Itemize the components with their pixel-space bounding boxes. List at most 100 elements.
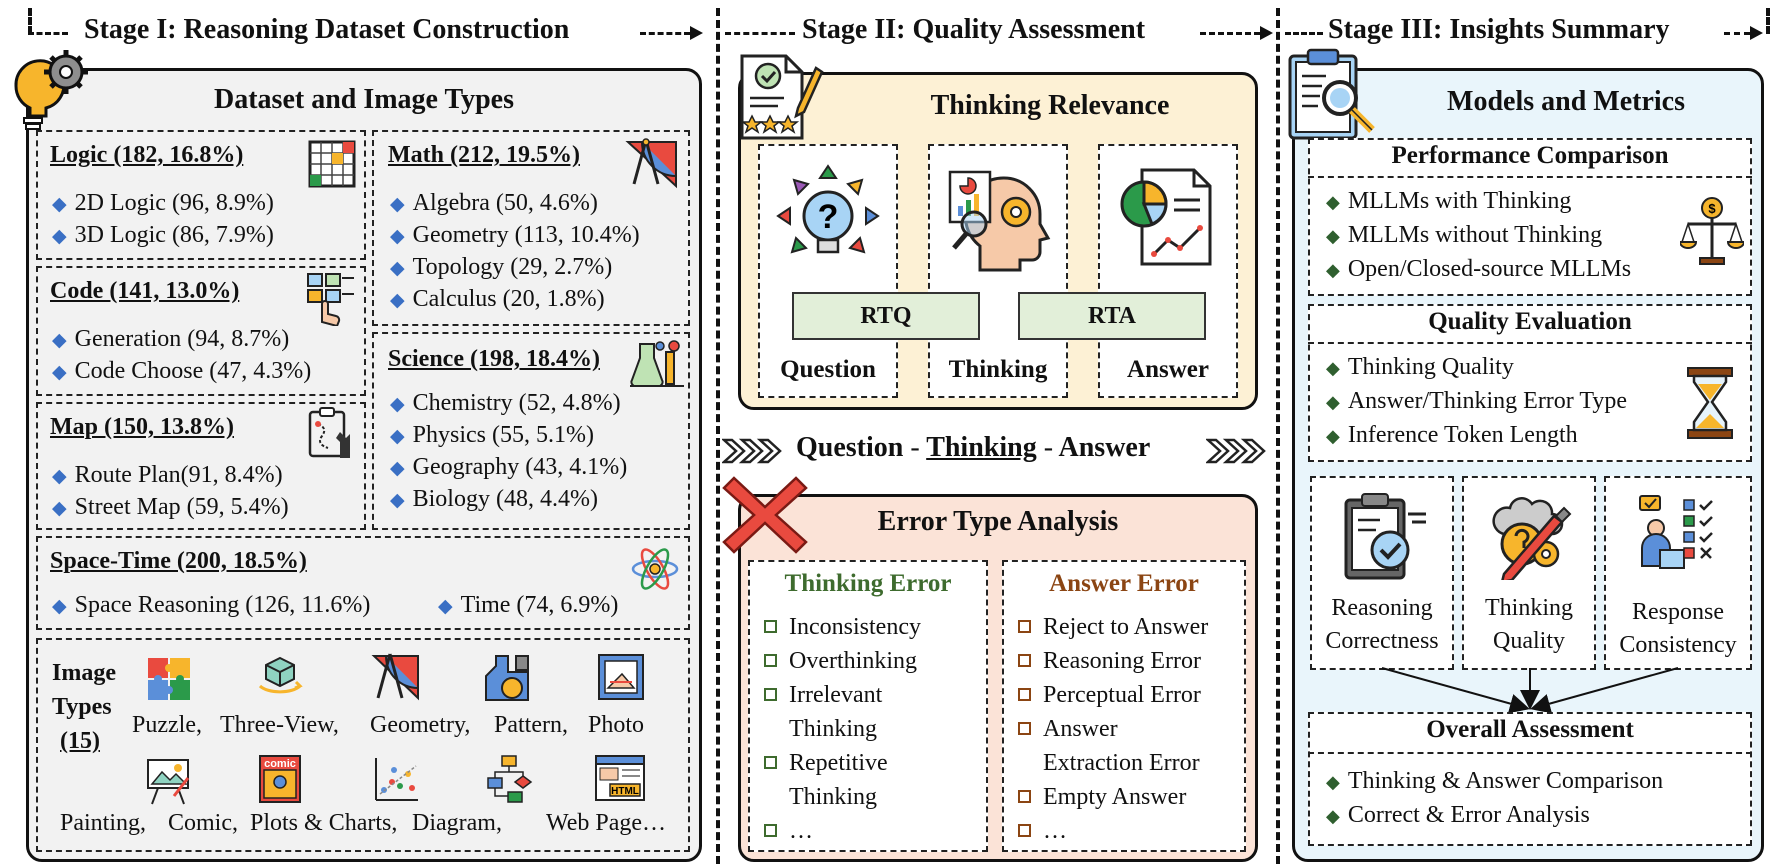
stage-divider-1 bbox=[716, 8, 720, 864]
thinking-error-item-4b: Thinking bbox=[789, 784, 877, 810]
thinking-error-item-2: Overthinking bbox=[764, 648, 917, 675]
stage2-arrow-icon bbox=[1260, 26, 1273, 40]
plots-charts-icon bbox=[375, 758, 418, 801]
qta-dash-1: - bbox=[910, 432, 920, 463]
grid-puzzle-icon bbox=[308, 140, 356, 188]
dataset-title: Dataset and Image Types bbox=[214, 84, 514, 115]
performance-item-1: ◆MLLMs with Thinking bbox=[1326, 188, 1572, 214]
painting-icon bbox=[147, 759, 190, 805]
qta-thinking: Thinking bbox=[926, 432, 1037, 463]
puzzle-icon bbox=[148, 658, 190, 700]
performance-title: Performance Comparison bbox=[1391, 142, 1669, 169]
pattern-icon bbox=[485, 655, 529, 701]
map-box bbox=[36, 402, 366, 530]
stage-divider-left-edge bbox=[28, 8, 32, 34]
thinking-error-box bbox=[748, 560, 988, 852]
models-metrics-title: Models and Metrics bbox=[1447, 86, 1685, 117]
answer-error-item-6: … bbox=[1018, 818, 1067, 845]
error-analysis-title: Error Type Analysis bbox=[877, 506, 1119, 537]
geometry-icon bbox=[371, 653, 419, 701]
rtq-label: RTQ bbox=[792, 292, 980, 340]
certificate-pencil-icon bbox=[740, 54, 824, 140]
hourglass-icon bbox=[1687, 367, 1733, 439]
stage2-connector-left bbox=[725, 32, 795, 35]
science-item-3: ◆Geography (43, 4.1%) bbox=[390, 454, 628, 480]
response-checklist-icon bbox=[1639, 495, 1713, 569]
quality-eval-item-3: ◆Inference Token Length bbox=[1326, 422, 1578, 448]
metric-reasoning-label-1: Reasoning bbox=[1331, 595, 1433, 621]
code-title: Code (141, 13.0%) bbox=[50, 278, 240, 304]
answer-error-title: Answer Error bbox=[1049, 570, 1199, 597]
question-box bbox=[758, 144, 898, 398]
chevron-right-left-icon bbox=[722, 438, 782, 464]
quality-eval-box bbox=[1308, 304, 1752, 462]
answer-error-item-4: Answer bbox=[1018, 716, 1118, 743]
stage3-title: Stage III: Insights Summary bbox=[1328, 14, 1670, 45]
qta-question: Question bbox=[796, 432, 904, 463]
map-item-2: ◆Street Map (59, 5.4%) bbox=[52, 494, 289, 520]
lightbulb-gear-icon bbox=[14, 50, 88, 130]
red-cross-icon bbox=[722, 476, 808, 554]
thinking-relevance-title: Thinking Relevance bbox=[930, 90, 1170, 121]
performance-title-divider bbox=[1308, 176, 1752, 178]
answer-error-item-1: Reject to Answer bbox=[1018, 614, 1208, 641]
chevron-right-right-icon bbox=[1206, 438, 1266, 464]
image-type-pattern: Pattern, bbox=[494, 712, 568, 738]
clipboard-magnifier-icon bbox=[1288, 48, 1375, 140]
math-item-4: ◆Calculus (20, 1.8%) bbox=[390, 286, 605, 312]
overall-title: Overall Assessment bbox=[1426, 716, 1634, 743]
three-view-cube-icon bbox=[258, 656, 303, 694]
spacetime-item-2: ◆Time (74, 6.9%) bbox=[438, 592, 619, 618]
reasoning-clipboard-check-icon bbox=[1344, 493, 1426, 580]
stage3-arrow-icon bbox=[1750, 26, 1763, 40]
answer-chart-icon bbox=[1120, 168, 1212, 266]
image-type-comic: Comic, bbox=[168, 810, 238, 836]
stage-divider-right-edge bbox=[1766, 8, 1770, 34]
merge-arrows-icon bbox=[1381, 667, 1679, 714]
math-item-1: ◆Algebra (50, 4.6%) bbox=[390, 190, 598, 216]
image-types-label-3: (15) bbox=[60, 728, 100, 754]
logic-item-2: ◆3D Logic (86, 7.9%) bbox=[52, 222, 274, 248]
question-bulb-icon: ? bbox=[776, 164, 880, 254]
geometry-compass-icon bbox=[625, 138, 677, 189]
metric-thinking-label-2: Quality bbox=[1493, 628, 1565, 654]
metric-response-label-1: Response bbox=[1632, 599, 1724, 625]
image-types-label-1: Image bbox=[52, 660, 116, 686]
science-item-1: ◆Chemistry (52, 4.8%) bbox=[390, 390, 621, 416]
metric-reasoning-label-2: Correctness bbox=[1325, 628, 1439, 654]
logic-title: Logic (182, 16.8%) bbox=[50, 142, 244, 168]
overall-title-divider bbox=[1308, 752, 1752, 754]
web-page-icon: HTML bbox=[595, 755, 645, 801]
science-title: Science (198, 18.4%) bbox=[388, 346, 600, 372]
web-page-icon-text: HTML bbox=[611, 786, 639, 797]
quality-eval-item-2: ◆Answer/Thinking Error Type bbox=[1326, 388, 1627, 414]
overall-item-1: ◆Thinking & Answer Comparison bbox=[1326, 768, 1664, 794]
stage1-connector-left bbox=[28, 32, 68, 35]
answer-error-item-2: Reasoning Error bbox=[1018, 648, 1201, 675]
thinking-error-item-1: Inconsistency bbox=[764, 614, 921, 641]
image-types-label-2: Types bbox=[52, 694, 112, 720]
logic-box bbox=[36, 130, 366, 260]
metric-response-label-2: Consistency bbox=[1619, 632, 1737, 658]
image-type-painting: Painting, bbox=[60, 810, 147, 836]
stage3-connector-right bbox=[1724, 32, 1750, 35]
code-item-1: ◆Generation (94, 8.7%) bbox=[52, 326, 290, 352]
comic-icon-text: comic bbox=[264, 758, 296, 770]
map-item-1: ◆Route Plan(91, 8.4%) bbox=[52, 462, 283, 488]
math-box bbox=[372, 130, 690, 326]
thinking-error-item-5: … bbox=[764, 818, 813, 845]
balance-scale-icon: $ bbox=[1680, 197, 1744, 265]
question-label: Question bbox=[780, 356, 876, 383]
svg-text:?: ? bbox=[818, 198, 839, 236]
science-item-4: ◆Biology (48, 4.4%) bbox=[390, 486, 598, 512]
answer-label: Answer bbox=[1127, 356, 1209, 383]
code-blocks-icon bbox=[307, 273, 354, 326]
image-type-diagram: Diagram, bbox=[412, 810, 502, 836]
math-item-2: ◆Geometry (113, 10.4%) bbox=[390, 222, 640, 248]
image-type-plots-charts: Plots & Charts, bbox=[250, 810, 398, 836]
image-types-box bbox=[36, 638, 690, 852]
image-type-geometry: Geometry, bbox=[370, 712, 471, 738]
answer-error-item-5: Empty Answer bbox=[1018, 784, 1186, 811]
code-item-2: ◆Code Choose (47, 4.3%) bbox=[52, 358, 312, 384]
performance-item-2: ◆MLLMs without Thinking bbox=[1326, 222, 1603, 248]
